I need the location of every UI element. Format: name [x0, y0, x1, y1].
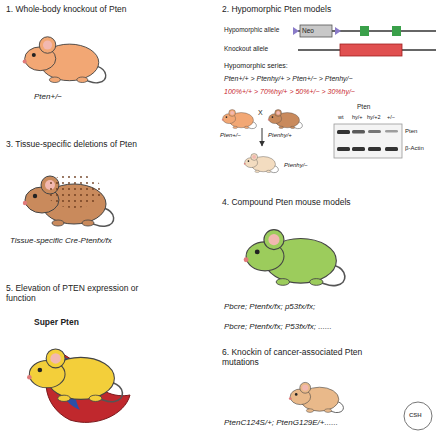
series-expression: 100%+/+ > 70%hy/+ > 50%+/− > 30%hy/−	[224, 88, 438, 96]
genotype-label: Ptenhy/+	[268, 132, 312, 139]
logo-text: CSH	[409, 412, 429, 419]
genotype-label: Pten+/−	[220, 132, 260, 139]
panel-heading: 6. Knockin of cancer-associated Pten mut…	[222, 348, 397, 368]
blot-title: Pten	[357, 103, 387, 110]
lane-label: wt	[338, 114, 352, 120]
genotype-label: Tissue-specific Cre-Ptenfx/fx	[10, 236, 200, 245]
allele-label: Hypomorphic allele	[224, 26, 292, 33]
series-genotypes: Pten+/+ > Ptenhy/+ > Pten+/− > Ptenhy/−	[224, 75, 438, 83]
hypo-null-mouse	[244, 154, 279, 173]
panel-heading: 4. Compound Pten mouse models	[222, 198, 437, 208]
band-label: Pten	[405, 128, 435, 135]
genotype-label: Pten+/−	[34, 92, 114, 101]
hypo-mouse	[268, 110, 303, 129]
neo-cassette	[300, 25, 332, 37]
knockout-mouse	[23, 37, 106, 83]
blot	[334, 124, 402, 158]
het-mouse	[222, 110, 257, 129]
panel-heading: 3. Tissue-specific deletions of Pten	[6, 140, 211, 150]
panel-heading: 1. Whole-body knockout of Pten	[6, 5, 211, 15]
allele-label: Knockout allele	[224, 45, 294, 52]
knockin-mouse	[289, 382, 344, 412]
genotype-label: Pbcre; Ptenfx/fx; P53fx/fx; ......	[224, 322, 438, 331]
panel-heading: 5. Elevation of PTEN expression or funct…	[6, 284, 156, 304]
exon	[392, 26, 401, 36]
panel-heading: 2. Hypomorphic Pten models	[222, 5, 437, 15]
exon	[360, 26, 369, 36]
genotype-label: PtenC124S/+; PtenG129E/+......	[224, 418, 394, 427]
band-label: β-Actin	[405, 145, 438, 152]
cross-symbol: X	[258, 109, 268, 117]
lane-label: hy/+	[352, 114, 368, 120]
series-heading: Hypomorphic series:	[224, 62, 344, 70]
lane-label: +/−	[387, 114, 401, 120]
super-mouse	[27, 349, 122, 402]
cassette-label: Neo	[302, 27, 330, 34]
lane-label: hy/+2	[367, 114, 385, 120]
logo-ring	[404, 402, 432, 430]
compound-mouse	[244, 230, 345, 286]
knockout-cassette	[340, 44, 402, 56]
mouse-texture	[46, 174, 102, 208]
genotype-label: Ptenhy/−	[284, 162, 330, 169]
mouse-label: Super Pten	[34, 318, 124, 328]
genotype-label: Pbcre; Ptenfx/fx; p53fx/fx;	[224, 302, 438, 311]
